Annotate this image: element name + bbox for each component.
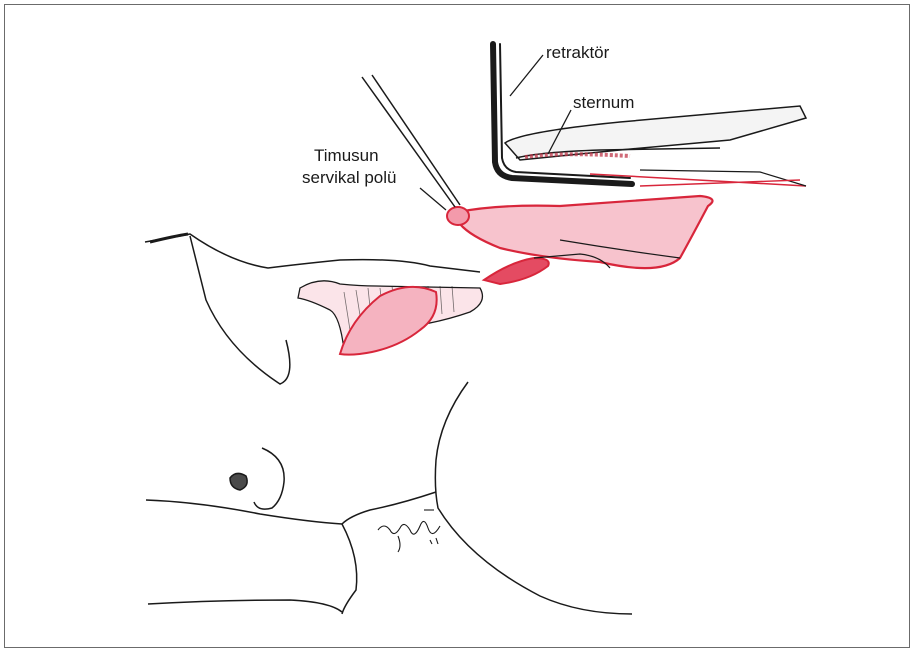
retractor bbox=[493, 44, 632, 184]
label-retractor: retraktör bbox=[546, 43, 609, 63]
label-sternum: sternum bbox=[573, 93, 634, 113]
leader-thymus bbox=[420, 188, 446, 210]
label-thymus-line1: Timusun bbox=[314, 146, 379, 166]
artist-signature bbox=[378, 510, 440, 552]
thymus bbox=[447, 180, 800, 268]
label-thymus-line2: servikal polü bbox=[302, 168, 397, 188]
leader-retractor bbox=[510, 55, 543, 96]
thymus-cervical-pole bbox=[447, 207, 469, 225]
body-outline bbox=[146, 382, 632, 614]
